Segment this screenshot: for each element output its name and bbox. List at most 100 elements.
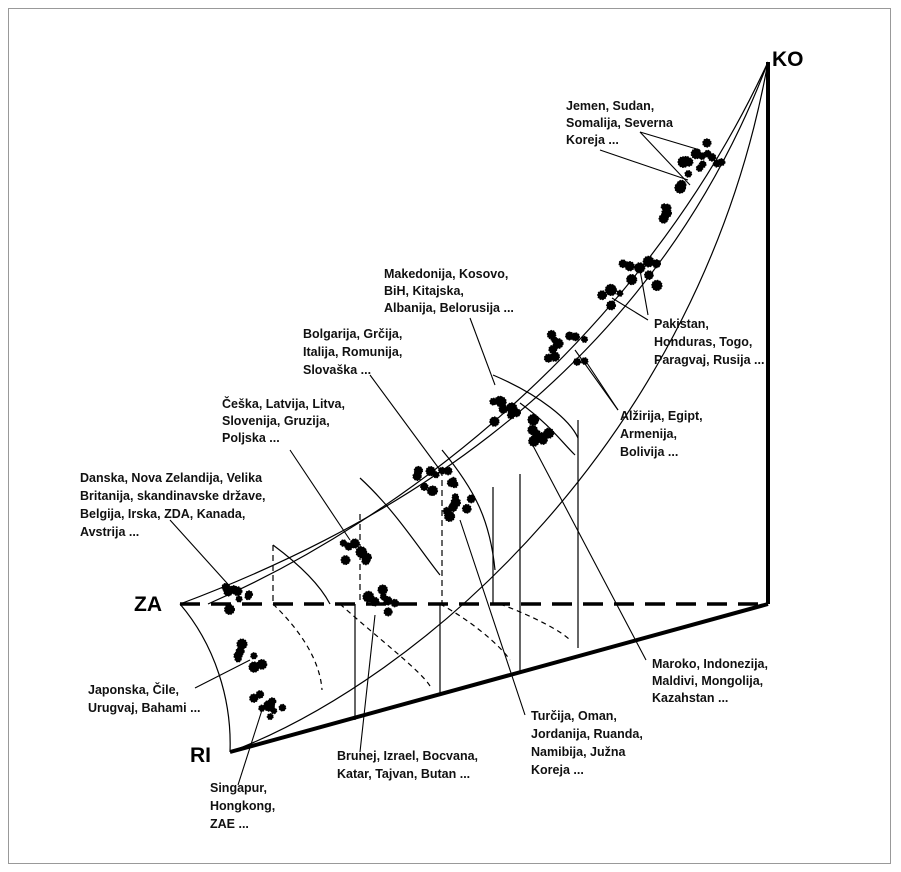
scatter-point <box>597 290 608 301</box>
scatter-point <box>249 693 259 703</box>
scatter-point <box>677 183 686 192</box>
scatter-point <box>377 584 389 596</box>
scatter-point <box>244 590 254 599</box>
pointer-line <box>359 614 376 753</box>
scatter-point <box>684 170 693 178</box>
scatter-point <box>450 497 462 508</box>
scatter-point <box>548 344 558 354</box>
scatter-point <box>543 353 554 363</box>
scatter-point <box>571 332 580 342</box>
scatter-point <box>573 357 582 366</box>
ri-axis-label: RI <box>190 744 211 767</box>
scatter-point <box>235 595 243 603</box>
scatter-point <box>278 703 287 712</box>
scatter-point <box>658 213 669 224</box>
pointer-line <box>599 149 689 181</box>
scatter-point <box>466 494 476 504</box>
scatter-point <box>234 655 242 663</box>
scatter-point <box>358 550 368 560</box>
scatter-point <box>362 590 375 603</box>
pointer-line <box>369 374 441 471</box>
scatter-point <box>383 607 393 617</box>
scatter-point <box>494 395 505 406</box>
scatter-point <box>425 466 436 477</box>
group-label-japonska: Japonska, Čile, Urugvaj, Bahami ... <box>88 682 201 715</box>
scatter-point <box>651 279 663 292</box>
group-label-brunej: Brunej, Izrael, Bocvana, Katar, Tajvan, … <box>337 749 482 781</box>
scatter-point <box>550 335 558 343</box>
group-label-bolgarija: Bolgarija, Grčija, Italija, Romunija, Sl… <box>303 327 406 377</box>
scatter-point <box>446 478 456 488</box>
scatter-point <box>232 586 243 597</box>
pointer-line <box>237 709 263 786</box>
za-axis-label: ZA <box>134 593 162 616</box>
scatter-point <box>224 604 235 615</box>
dashed-division-lines <box>272 470 443 604</box>
scatter-point <box>511 408 522 418</box>
group-label-danska: Danska, Nova Zelandija, Velika Britanija… <box>80 471 269 539</box>
scatter-point <box>681 155 692 166</box>
scatter-point <box>420 482 429 492</box>
upper-envelope-curve <box>179 61 769 605</box>
scatter-point <box>606 300 617 311</box>
group-label-turcija: Turčija, Oman, Jordanija, Ruanda, Namibi… <box>531 709 646 777</box>
ko-axis-label: KO <box>772 48 804 71</box>
pointer-line <box>639 269 649 316</box>
scatter-point <box>537 432 547 442</box>
scatter-point <box>489 416 500 427</box>
division-lines <box>354 420 579 720</box>
country-scatter-points <box>221 138 726 721</box>
group-label-alzirija: Alžirija, Egipt, Armenija, Bolivija ... <box>620 409 706 459</box>
scatter-point <box>642 255 655 268</box>
scatter-point <box>235 646 245 656</box>
pointer-line <box>611 297 649 321</box>
scatter-point <box>660 203 668 211</box>
group-label-maroko: Maroko, Indonezija, Maldivi, Mongolija, … <box>652 657 771 705</box>
scatter-point <box>702 138 712 148</box>
group-label-singapur: Singapur, Hongkong, ZAE ... <box>210 781 279 831</box>
lower-envelope-curve <box>229 61 769 753</box>
pointer-line <box>459 519 526 716</box>
scatter-point <box>698 160 707 169</box>
diagram-frame <box>8 8 891 864</box>
pointer-line <box>574 349 619 411</box>
scatter-point <box>712 159 722 168</box>
scatter-point <box>580 335 589 343</box>
scatter-point <box>344 542 354 551</box>
scatter-point <box>339 539 348 547</box>
scatter-point <box>698 152 706 161</box>
ri-axis <box>229 602 769 754</box>
scatter-point <box>250 652 258 660</box>
upper-arcs <box>272 374 579 605</box>
group-label-pakistan: Pakistan, Honduras, Togo, Paragvaj, Rusi… <box>654 317 764 367</box>
pointer-line <box>194 659 251 689</box>
scatter-point <box>616 289 624 297</box>
scatter-point <box>223 587 233 597</box>
lower-dashed-arcs <box>272 603 571 691</box>
scatter-point <box>266 713 274 721</box>
scatter-point <box>626 274 638 286</box>
pointer-line <box>639 131 691 186</box>
group-label-makedonija: Makedonija, Kosovo, BiH, Kitajska, Alban… <box>384 267 514 315</box>
scatter-point <box>236 638 248 650</box>
group-label-jemen: Jemen, Sudan, Somalija, Severna Koreja .… <box>566 99 677 147</box>
scatter-point <box>413 465 424 476</box>
scatter-point <box>527 413 540 426</box>
pointer-line <box>289 449 351 541</box>
pointer-lines <box>169 131 701 786</box>
scatter-point <box>443 466 453 476</box>
scatter-point <box>634 263 643 272</box>
scatter-point <box>340 555 351 566</box>
scatter-point <box>256 659 268 670</box>
scatter-point <box>379 593 388 601</box>
scatter-point <box>442 506 451 516</box>
scatter-point <box>461 503 472 514</box>
pointer-line <box>529 439 647 661</box>
left-boundary-curve <box>179 603 231 753</box>
pointer-line <box>639 131 701 151</box>
group-label-ceska: Češka, Latvija, Litva, Slovenija, Gruzij… <box>222 396 348 445</box>
scatter-point <box>644 270 654 281</box>
scatter-point <box>255 690 265 699</box>
middle-curve <box>207 61 769 605</box>
